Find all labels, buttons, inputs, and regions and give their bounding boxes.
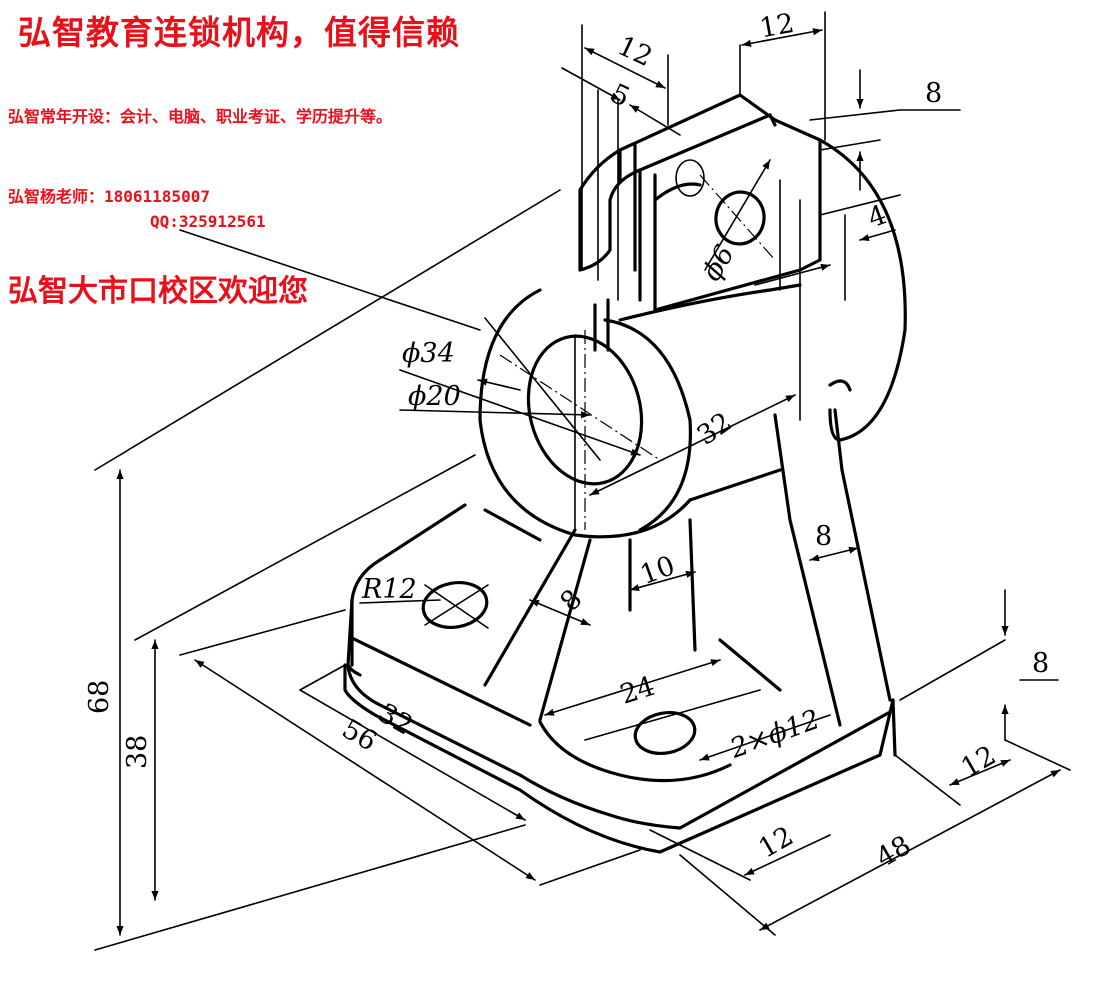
dimension-lines	[94, 11, 1071, 951]
ad-courses: 弘智常年开设：会计、电脑、职业考证、学历提升等。	[8, 107, 393, 126]
dim-phi20: ϕ20	[408, 381, 461, 412]
dim-8-top: 8	[925, 78, 942, 109]
dim-8-rib-right: 8	[815, 521, 832, 552]
base-hole-left	[421, 581, 489, 629]
dim-68: 68	[84, 680, 115, 714]
dim-phi34: ϕ34	[402, 338, 455, 369]
dim-phi6: ϕ6	[696, 240, 741, 286]
ad-teacher-phone: 弘智杨老师：18061185007	[8, 187, 210, 206]
ad-qq: QQ:325912561	[150, 212, 266, 231]
dim-32-upper: 32	[692, 406, 738, 451]
dim-12-top-left: 12	[613, 30, 657, 73]
base-hole-right	[633, 711, 697, 755]
center-lines	[499, 174, 776, 530]
dim-R12: R12	[361, 574, 417, 605]
ad-title: 弘智教育连锁机构，值得信赖	[18, 13, 460, 52]
dimension-labels: 12 5 12 8 4 ϕ6 ϕ34 ϕ20 32 8 10 8 R12 24 …	[84, 8, 1049, 874]
dim-12-base-right: 12	[956, 740, 1001, 784]
dim-12-bottom: 12	[754, 821, 799, 865]
dim-10: 10	[636, 550, 679, 591]
dim-38: 38	[122, 735, 153, 769]
dim-24: 24	[616, 671, 658, 711]
dim-12-top-right: 12	[757, 8, 796, 44]
dim-5: 5	[606, 78, 635, 113]
ad-welcome: 弘智大市口校区欢迎您	[8, 274, 308, 309]
dim-8-base: 8	[1032, 648, 1049, 679]
base-plate	[343, 503, 897, 854]
